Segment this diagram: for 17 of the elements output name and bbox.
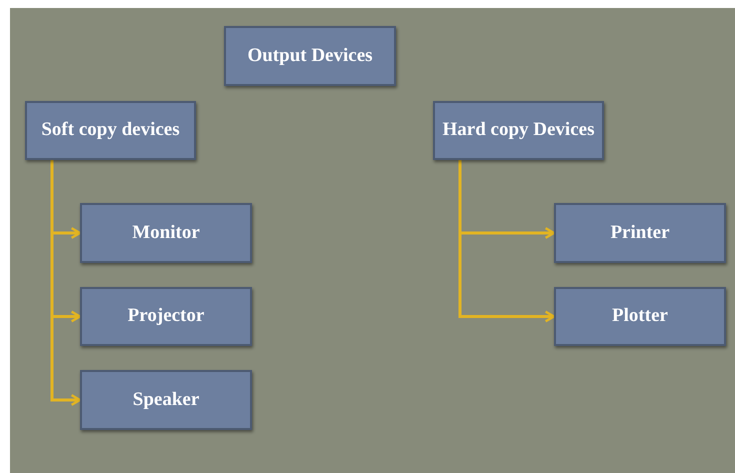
box-label: Hard copy Devices: [442, 119, 594, 142]
box-label: Output Devices: [247, 44, 373, 68]
box-label: Soft copy devices: [41, 119, 180, 142]
connector-arrow: [458, 160, 556, 322]
category-box: [80, 370, 252, 430]
category-box: [554, 287, 726, 346]
box-label: Monitor: [132, 222, 200, 244]
box-label: Speaker: [132, 388, 200, 412]
box-label: Plotter: [612, 305, 668, 328]
category-box: [433, 101, 604, 160]
category-box: [25, 101, 196, 160]
category-box: [224, 26, 396, 86]
category-box: [80, 287, 252, 346]
category-box: [80, 203, 252, 263]
box-label: Projector: [128, 305, 204, 328]
box-label: Printer: [610, 222, 670, 244]
category-box: [554, 203, 726, 263]
